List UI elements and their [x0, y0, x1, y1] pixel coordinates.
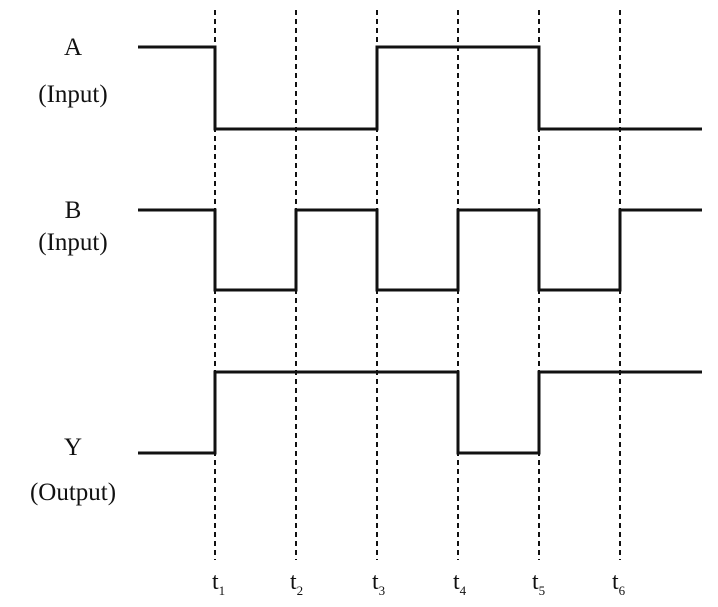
time-label-t5: t5 [532, 569, 545, 598]
time-label-t1: t1 [212, 569, 225, 598]
signal-a-role: (Input) [38, 81, 107, 108]
signal-a-waveform [138, 45, 702, 131]
time-label-t1-sub: 1 [219, 583, 226, 598]
time-marker-labels: t1 t2 t3 t4 t5 t6 [212, 569, 626, 598]
time-label-t6-main: t [612, 569, 619, 595]
signal-a: A (Input) [38, 34, 702, 131]
time-label-t3-sub: 3 [379, 583, 386, 598]
signal-b: B (Input) [38, 197, 702, 292]
time-label-t6-sub: 6 [619, 583, 626, 598]
time-label-t2-sub: 2 [297, 583, 304, 598]
time-label-t5-sub: 5 [539, 583, 546, 598]
time-label-t1-main: t [212, 569, 219, 595]
time-label-t6: t6 [612, 569, 626, 598]
time-marker-lines [214, 10, 621, 560]
time-label-t4-main: t [453, 569, 460, 595]
time-label-t3-main: t [372, 569, 379, 595]
signal-y-waveform [138, 370, 702, 455]
time-label-t4: t4 [453, 569, 467, 598]
signal-y-name: Y [64, 434, 82, 461]
signal-y: Y (Output) [30, 370, 702, 506]
signal-y-role: (Output) [30, 479, 116, 506]
signal-b-name: B [65, 197, 82, 224]
time-label-t4-sub: 4 [460, 583, 467, 598]
time-label-t2-main: t [290, 569, 297, 595]
signal-b-role: (Input) [38, 229, 107, 256]
time-label-t2: t2 [290, 569, 303, 598]
signal-a-name: A [64, 34, 82, 61]
time-label-t5-main: t [532, 569, 539, 595]
signal-b-waveform [138, 208, 702, 292]
time-label-t3: t3 [372, 569, 385, 598]
